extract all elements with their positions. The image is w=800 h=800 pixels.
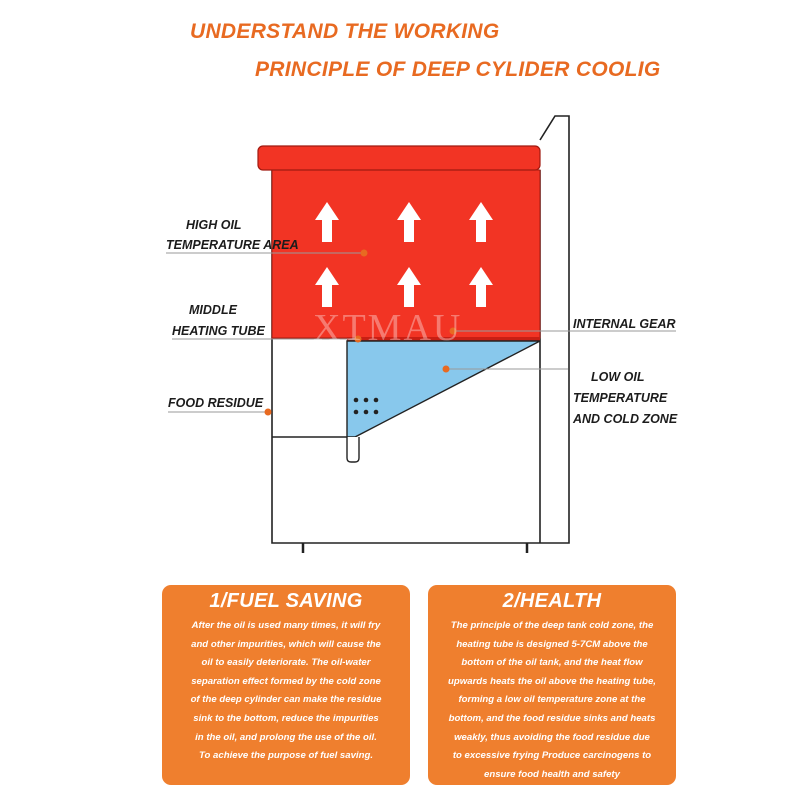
- label-internal-gear: INTERNAL GEAR: [573, 317, 676, 331]
- high-oil-temperature-zone: [271, 169, 541, 339]
- heating-tube: [347, 337, 540, 341]
- label-pointers: [166, 249, 676, 416]
- label-high-oil-line2: TEMPERATURE AREA: [166, 238, 299, 252]
- label-high-oil-line1: HIGH OIL: [186, 218, 242, 232]
- label-middle-line1: MIDDLE: [189, 303, 237, 317]
- label-low-oil-line2: TEMPERATURE: [573, 391, 668, 405]
- label-low-oil-line3: AND COLD ZONE: [573, 412, 678, 426]
- health-card-body: The principle of the deep tank cold zone…: [448, 620, 656, 780]
- fryer-top-rim: [257, 145, 541, 171]
- fuel-saving-card-title: 1/FUEL SAVING: [209, 590, 363, 612]
- label-middle-line2: HEATING TUBE: [172, 324, 265, 338]
- fuel-saving-card: 1/FUEL SAVING After the oil is used many…: [162, 585, 410, 785]
- drain-pipe: [346, 437, 360, 463]
- fuel-saving-card-body: After the oil is used many times, it wil…: [190, 620, 382, 762]
- watermark: XTMAU: [313, 307, 463, 349]
- label-food-residue: FOOD RESIDUE: [168, 396, 264, 410]
- low-oil-temperature-cold-zone: [346, 340, 541, 438]
- health-card: 2/HEALTH The principle of the deep tank …: [428, 585, 676, 785]
- health-card-title: 2/HEALTH: [502, 590, 602, 612]
- title-line-2: PRINCIPLE OF DEEP CYLIDER COOLIG: [255, 58, 661, 81]
- label-low-oil-line1: LOW OIL: [591, 370, 645, 384]
- food-residue-dots: [353, 397, 379, 415]
- title-line-1: UNDERSTAND THE WORKING: [190, 20, 500, 43]
